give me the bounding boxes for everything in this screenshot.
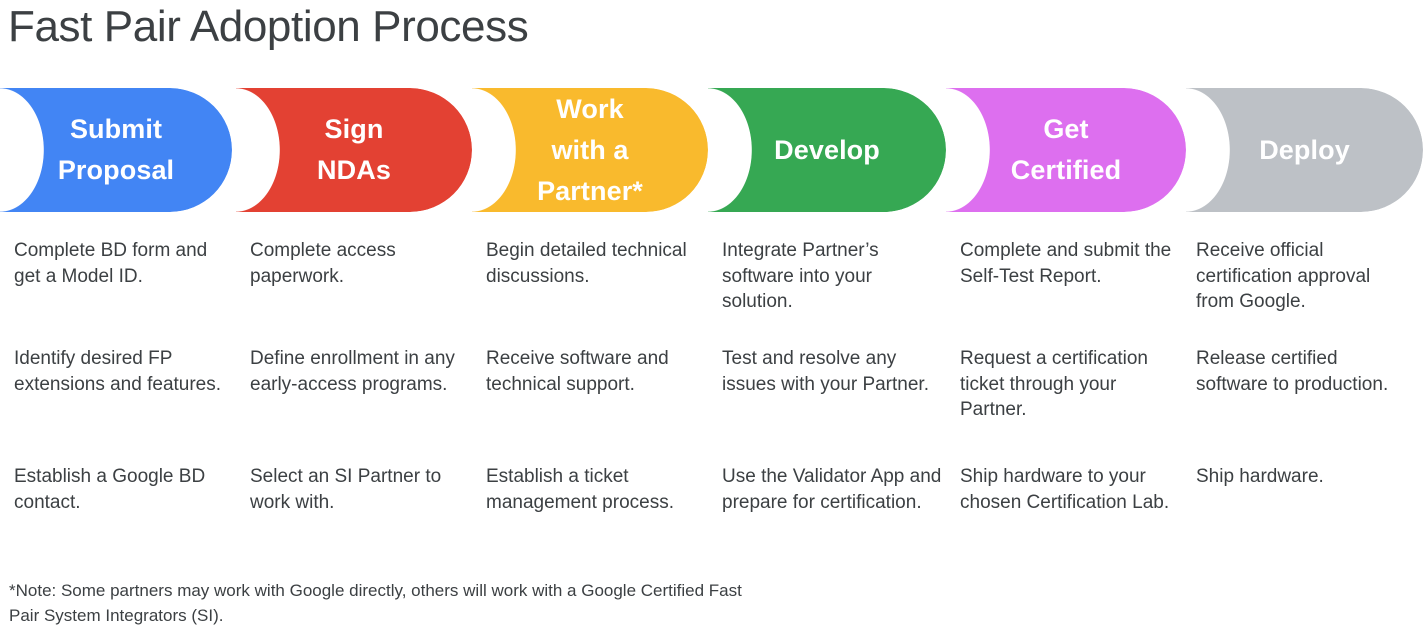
detail-item: Use the Validator App and prepare for ce… bbox=[722, 466, 942, 513]
detail-item: Complete BD form and get a Model ID. bbox=[14, 240, 208, 287]
process-step-label-sign-ndas: Sign NDAs bbox=[317, 114, 391, 185]
process-step-submit-proposal[interactable]: Submit Proposal bbox=[0, 88, 232, 212]
process-step-label-get-certified: Get Certified bbox=[1010, 114, 1122, 185]
process-detail-columns: Complete BD form and get a Model ID. Iden… bbox=[0, 238, 1423, 558]
detail-item: Ship hardware to your chosen Certificati… bbox=[960, 466, 1170, 513]
process-step-label-deploy: Deploy bbox=[1259, 134, 1350, 165]
process-step-label-work-with-a-partner: Work with a Partner* bbox=[537, 93, 643, 206]
detail-item: Integrate Partner’s software into your s… bbox=[722, 240, 879, 312]
detail-item: Begin detailed technical discussions. bbox=[486, 240, 687, 287]
process-step-label-submit-proposal: Submit Proposal bbox=[57, 114, 175, 185]
detail-item: Establish a Google BD contact. bbox=[14, 466, 206, 513]
process-step-deploy[interactable]: Deploy bbox=[1186, 88, 1423, 212]
detail-item: Release certified software to production… bbox=[1196, 348, 1389, 395]
process-chevron-band: Submit Proposal Sign NDAs Work with a Part… bbox=[0, 88, 1423, 212]
process-step-sign-ndas[interactable]: Sign NDAs bbox=[236, 88, 472, 212]
process-step-label-develop: Develop bbox=[774, 134, 880, 165]
detail-item: Receive software and technical support. bbox=[486, 348, 669, 395]
process-step-get-certified[interactable]: Get Certified bbox=[946, 88, 1186, 212]
detail-item: Identify desired FP extensions and featu… bbox=[14, 348, 222, 395]
detail-item: Request a certification ticket through y… bbox=[960, 348, 1148, 420]
detail-item: Complete and submit the Self-Test Report… bbox=[960, 240, 1172, 287]
process-step-develop[interactable]: Develop bbox=[708, 88, 946, 212]
detail-item: Ship hardware. bbox=[1196, 466, 1324, 487]
detail-item: Select an SI Partner to work with. bbox=[250, 466, 442, 513]
detail-item: Receive official certification approval … bbox=[1196, 240, 1371, 312]
detail-item: Complete access paperwork. bbox=[250, 240, 396, 287]
detail-item: Test and resolve any issues with your Pa… bbox=[722, 348, 929, 395]
page-title: Fast Pair Adoption Process bbox=[8, 2, 529, 51]
detail-item: Define enrollment in any early-access pr… bbox=[250, 348, 455, 395]
process-step-work-with-a-partner[interactable]: Work with a Partner* bbox=[472, 88, 708, 212]
footnote-note: *Note: Some partners may work with Googl… bbox=[9, 581, 742, 625]
detail-item: Establish a ticket management process. bbox=[486, 466, 674, 513]
